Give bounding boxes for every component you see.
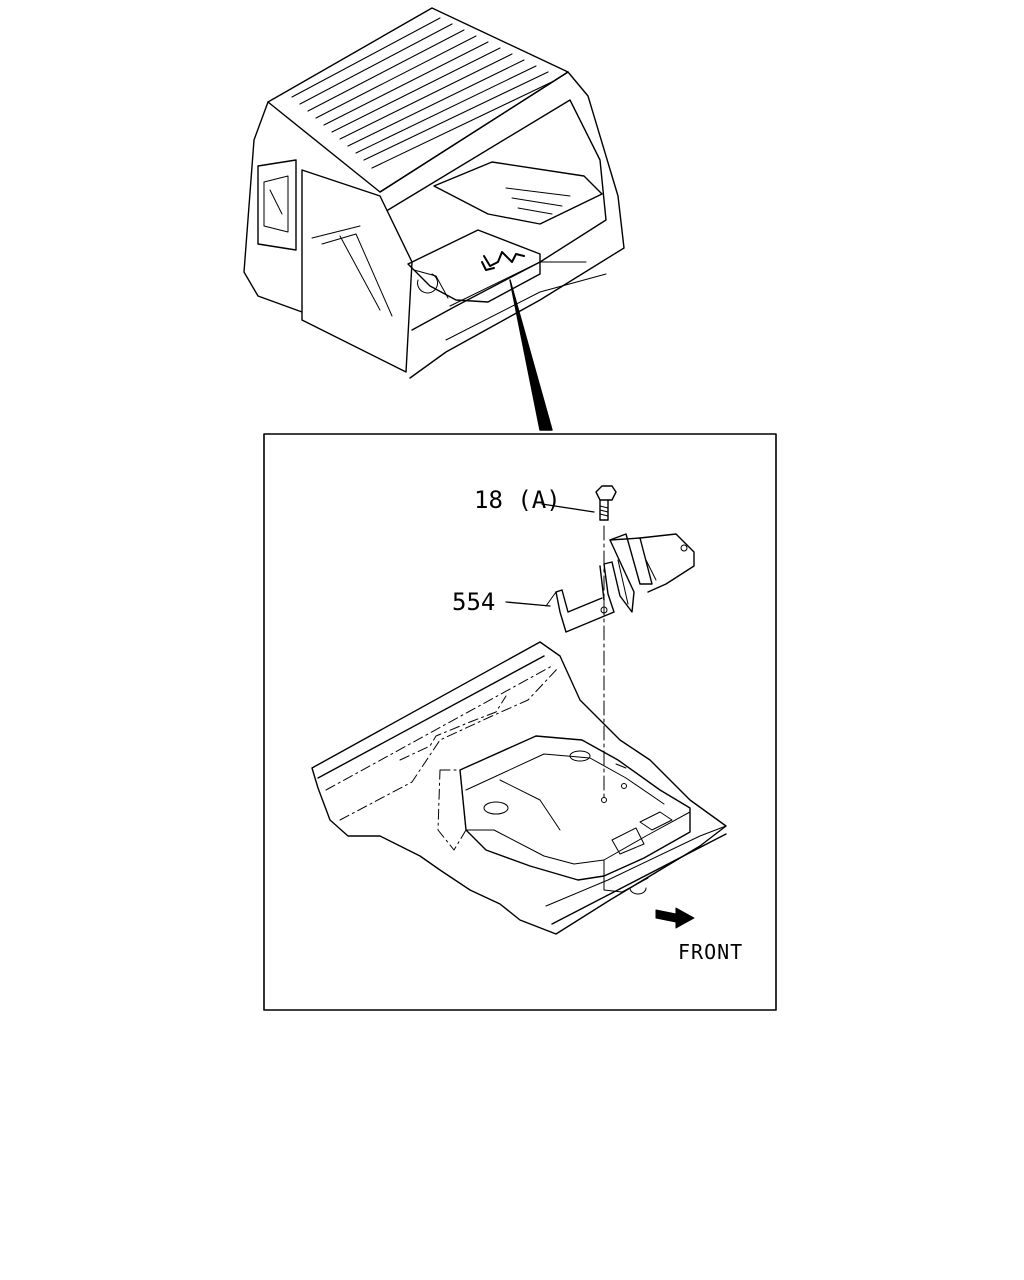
callout-label-bolt: 18 (A) <box>474 486 561 514</box>
front-direction-label: FRONT <box>678 940 744 964</box>
callout-label-bracket: 554 <box>452 588 496 616</box>
front-arrow-icon <box>655 907 695 929</box>
detail-frame <box>263 433 777 1011</box>
bracket-part <box>545 533 695 633</box>
bolt-part <box>595 485 617 521</box>
leader-line-bolt <box>541 503 595 513</box>
floor-panel-part <box>311 641 727 935</box>
cab-overview-illustration <box>243 7 625 431</box>
leader-line-bracket <box>505 601 551 607</box>
